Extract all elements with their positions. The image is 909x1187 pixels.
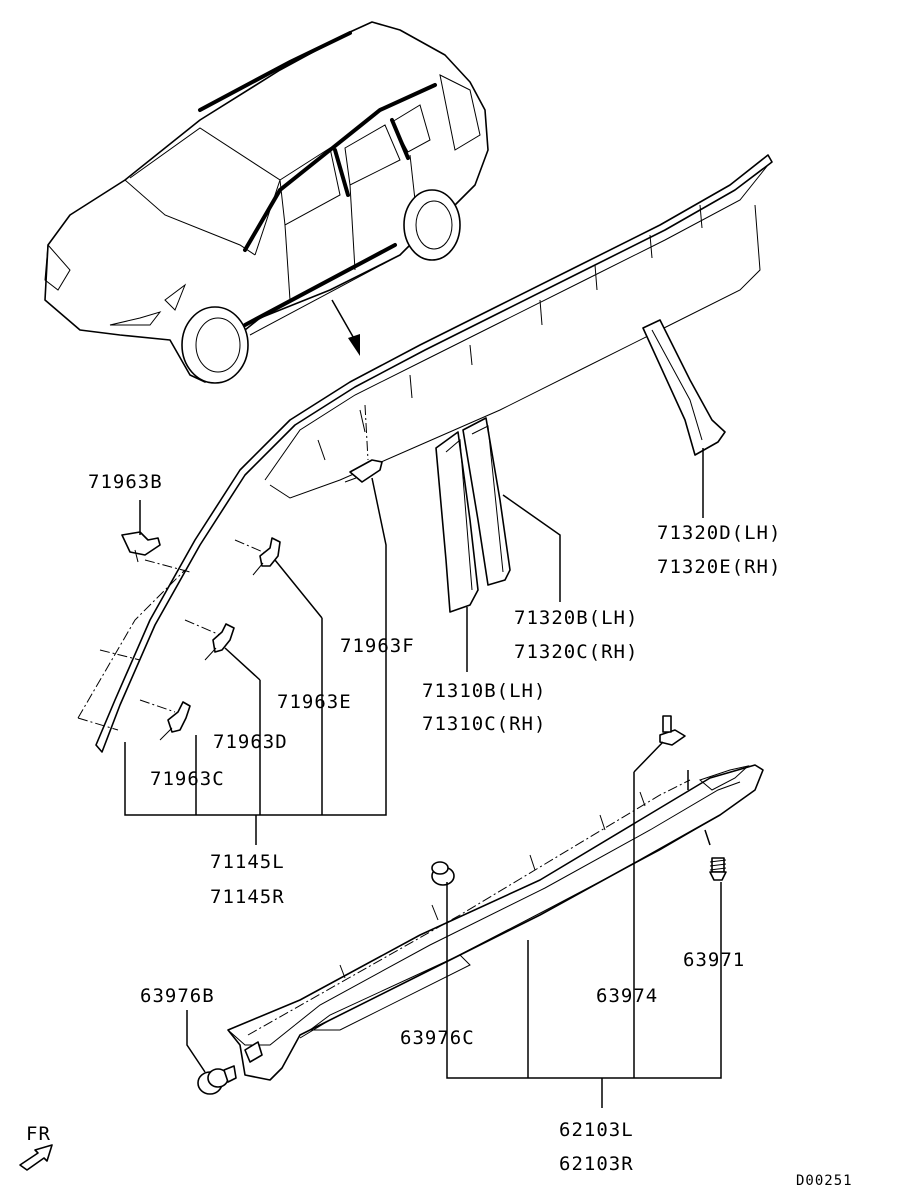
label-71963B: 71963B	[88, 471, 163, 493]
front-direction-label: FR	[26, 1123, 51, 1145]
pillar-garnish-71310	[435, 431, 479, 613]
label-62103L: 62103L	[559, 1119, 634, 1141]
label-71310B: 71310B(LH)	[422, 680, 546, 702]
label-71963F: 71963F	[340, 635, 415, 657]
diagram-code: D00251	[796, 1173, 853, 1187]
leaders-71145	[124, 477, 387, 845]
screw-63971	[709, 857, 727, 881]
detail-arrow	[331, 299, 360, 356]
clip-63974	[659, 715, 686, 746]
clip-71963D	[204, 623, 235, 661]
label-71320D: 71320D(LH)	[657, 522, 781, 544]
label-63976B: 63976B	[140, 985, 215, 1007]
label-62103R: 62103R	[559, 1153, 634, 1175]
label-63971: 63971	[683, 949, 745, 971]
label-71963D: 71963D	[213, 731, 288, 753]
clip-71963F	[344, 459, 383, 483]
label-63976C: 63976C	[400, 1027, 475, 1049]
clip-71963B	[121, 531, 161, 563]
label-63974: 63974	[596, 985, 658, 1007]
label-71310C: 71310C(RH)	[422, 713, 546, 735]
clip-71963E	[252, 537, 281, 576]
clip-63976C	[431, 861, 455, 886]
label-71320C: 71320C(RH)	[514, 641, 638, 663]
label-71963C: 71963C	[150, 768, 225, 790]
leaders-pillars	[466, 448, 704, 672]
label-71320E: 71320E(RH)	[657, 556, 781, 578]
clip-71963C	[159, 701, 191, 741]
vehicle-illustration	[44, 21, 489, 384]
pillar-garnish-71320DE	[642, 319, 726, 456]
leaders-62103	[186, 741, 722, 1108]
label-71963E: 71963E	[277, 691, 352, 713]
side-sill-garnish	[227, 764, 764, 1081]
pillar-garnish-71320BC	[462, 417, 511, 586]
label-71145L: 71145L	[210, 851, 285, 873]
front-direction-indicator	[19, 1144, 53, 1171]
clip-63976B	[197, 1065, 237, 1095]
label-71145R: 71145R	[210, 886, 285, 908]
label-71320B: 71320B(LH)	[514, 607, 638, 629]
